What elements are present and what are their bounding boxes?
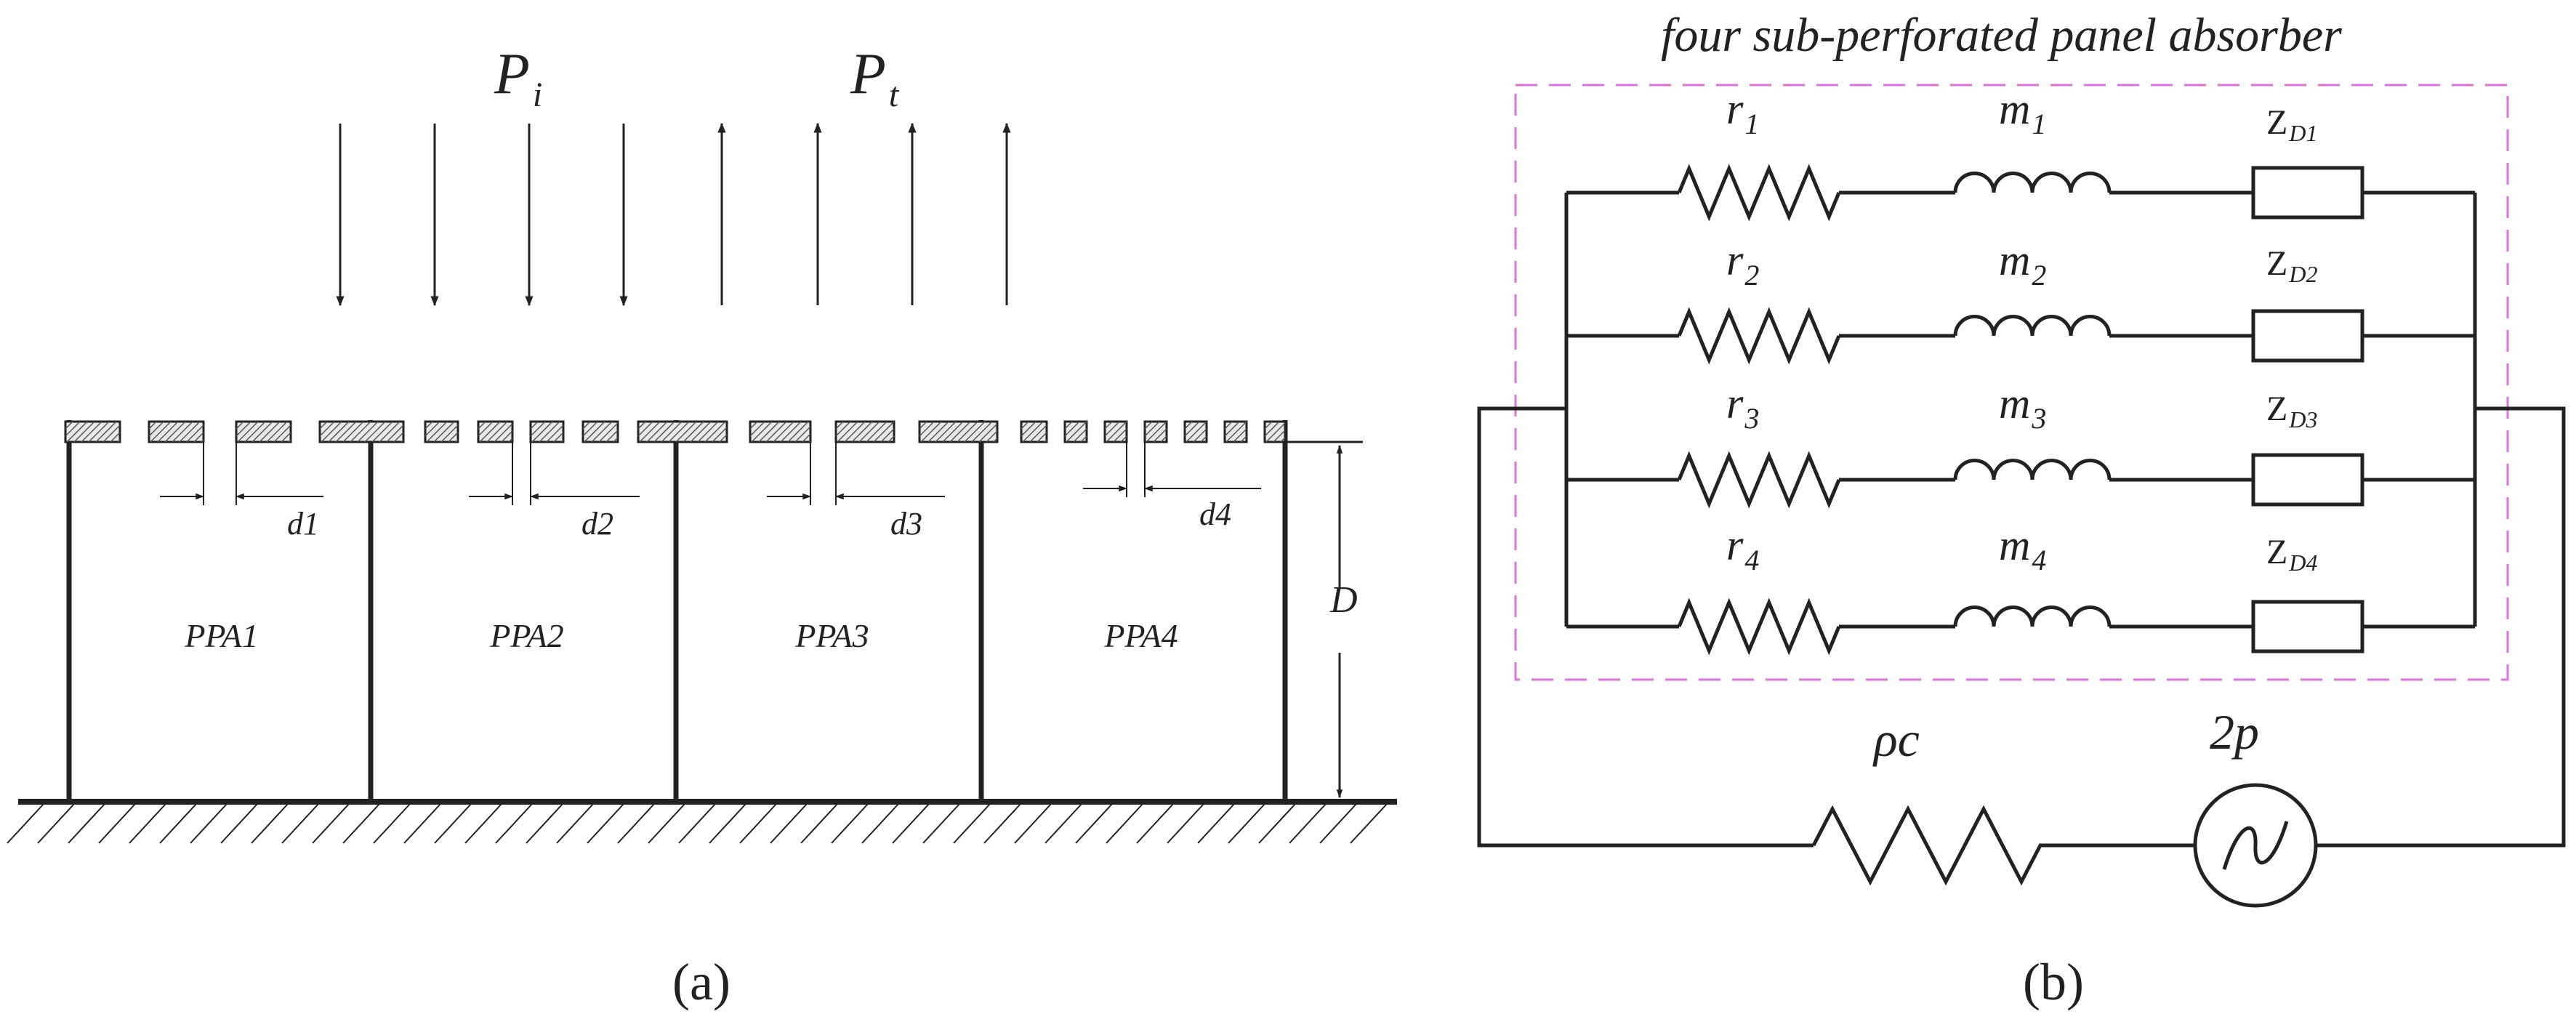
branch-1 xyxy=(1566,164,2475,222)
branch-2-impedance-label: ZD2 xyxy=(2266,244,2317,287)
caption-a: (a) xyxy=(672,953,730,1011)
panel-a: Pi Pt PPA1 PPA2 PPA3 PPA4 d1 d2 d3 d4 D … xyxy=(7,42,1397,1011)
panel-segment xyxy=(318,420,405,443)
transmitted-wave-arrows xyxy=(717,122,1011,305)
panel-segment xyxy=(1143,420,1168,443)
incident-pressure-label: Pi xyxy=(494,42,542,114)
branch-3-impedance-box xyxy=(2251,453,2364,507)
panel-segment xyxy=(477,420,514,443)
branch-1-mass-label: m1 xyxy=(1999,85,2046,140)
hole-dimension-2 xyxy=(469,442,640,505)
branch-4-impedance-label: ZD4 xyxy=(2266,533,2317,576)
absorber-box-title: four sub-perforated panel absorber xyxy=(1661,9,2342,62)
ac-source-icon xyxy=(2193,783,2322,908)
branch-2-inductor xyxy=(1953,315,2112,337)
cavity-label-ppa2: PPA2 xyxy=(489,617,563,654)
panel-segment xyxy=(1263,420,1287,443)
branch-1-inductor xyxy=(1953,172,2112,193)
panel-segment xyxy=(918,420,999,443)
branch-4-resistance-label: r4 xyxy=(1726,521,1759,576)
branch-4-impedance-box xyxy=(2251,600,2364,653)
incident-wave-arrows xyxy=(336,124,628,307)
hole-label-d1: d1 xyxy=(287,506,319,542)
branch-3-impedance-label: ZD3 xyxy=(2266,390,2317,432)
branch-4-mass-label: m4 xyxy=(1999,521,2046,576)
branch-3-mass-label: m3 xyxy=(1999,379,2046,435)
panel-segment xyxy=(64,420,121,443)
panel-segment xyxy=(424,420,459,443)
panel-segment xyxy=(749,420,812,443)
caption-b: (b) xyxy=(2023,953,2084,1011)
hole-label-d4: d4 xyxy=(1199,496,1231,532)
source-label: 2p xyxy=(2210,704,2259,760)
depth-dimension xyxy=(1287,440,1363,799)
cavity-label-ppa1: PPA1 xyxy=(184,617,258,654)
source-resistance-label: ρc xyxy=(1872,712,1920,767)
transmitted-pressure-label: Pt xyxy=(850,42,900,114)
branch-2 xyxy=(1566,307,2475,365)
hole-dimension-3 xyxy=(767,442,945,505)
panel-segment xyxy=(148,420,205,443)
branch-2-resistor xyxy=(1677,307,1841,365)
branch-3-inductor xyxy=(1953,459,2112,480)
source-resistor xyxy=(1811,805,2195,886)
cavity-walls xyxy=(66,420,1288,802)
cavity-label-ppa3: PPA3 xyxy=(794,617,869,654)
branch-1-resistor xyxy=(1677,164,1841,222)
branch-2-impedance-box xyxy=(2251,309,2364,363)
panel-segment xyxy=(1063,420,1088,443)
branch-1-impedance-label: ZD1 xyxy=(2266,103,2317,146)
circuit-branches xyxy=(1566,164,2475,656)
panel-segment xyxy=(834,420,895,443)
branch-3-resistance-label: r3 xyxy=(1726,379,1759,435)
depth-label: D xyxy=(1329,579,1358,621)
panel-segment xyxy=(529,420,565,443)
absorber-dashed-box xyxy=(1514,84,2509,681)
branch-4-resistor xyxy=(1677,598,1841,656)
panel-b: four sub-perforated panel absorber r1 m1… xyxy=(1477,9,2566,1011)
branch-3-resistor xyxy=(1677,451,1841,509)
panel-segment xyxy=(235,420,292,443)
branch-1-impedance-box xyxy=(2251,166,2364,220)
branch-2-resistance-label: r2 xyxy=(1726,236,1759,291)
branch-4-inductor xyxy=(1953,605,2112,627)
hole-dimension-4 xyxy=(1083,442,1261,497)
panel-segment xyxy=(581,420,619,443)
branch-3 xyxy=(1566,451,2475,509)
branch-1-resistance-label: r1 xyxy=(1726,85,1759,140)
panel-segment xyxy=(637,420,728,443)
perforated-panel xyxy=(64,420,1287,443)
hole-dimension-markers xyxy=(160,442,1261,505)
circuit-wiring xyxy=(1477,193,2566,848)
panel-segment xyxy=(1103,420,1128,443)
hole-label-d2: d2 xyxy=(581,506,613,542)
branch-2-mass-label: m2 xyxy=(1999,236,2046,291)
cavity-label-ppa4: PPA4 xyxy=(1103,617,1178,654)
branch-4 xyxy=(1566,598,2475,656)
hole-label-d3: d3 xyxy=(890,506,922,542)
ground-hatch xyxy=(7,803,1388,844)
panel-segment xyxy=(1223,420,1248,443)
panel-segment xyxy=(1183,420,1208,443)
panel-segment xyxy=(1020,420,1048,443)
hole-dimension-1 xyxy=(160,442,323,505)
